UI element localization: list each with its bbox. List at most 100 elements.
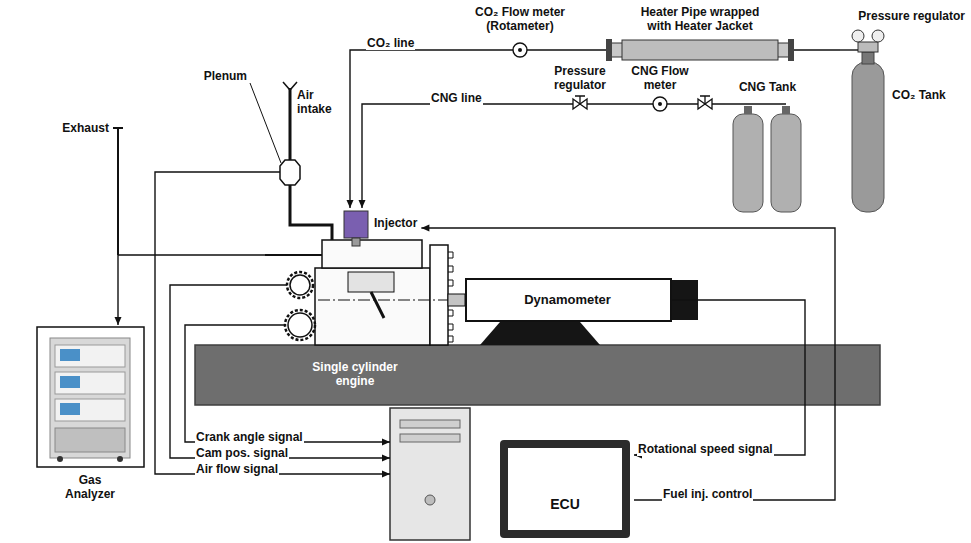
arrowhead (359, 200, 366, 208)
connector-line (800, 49, 840, 50)
exhaust-stack (113, 128, 123, 255)
analyzer-wheel (117, 456, 123, 462)
analyzer-frame (37, 327, 144, 467)
node-text: Gas Analyzer (60, 473, 120, 501)
arrowhead (421, 225, 429, 232)
analyzer-base (55, 428, 125, 452)
node-text: Dynamometer (467, 292, 668, 307)
analyzer-screen (60, 349, 80, 361)
signal-label: Air flow signal (195, 462, 279, 476)
plenum-chamber (280, 160, 300, 185)
test-bench (195, 345, 880, 405)
analyzer-body (50, 338, 130, 458)
plenum-leader (250, 83, 281, 163)
cng-valve (744, 106, 752, 114)
cam-gear-teeth (287, 272, 313, 298)
signal-label: Crank angle signal (195, 430, 304, 444)
heater-flange (606, 39, 612, 61)
drive-shaft (448, 294, 465, 306)
arrowhead (347, 200, 354, 208)
monitor-screen (508, 448, 622, 530)
valve-handle (700, 96, 710, 104)
connector (155, 172, 390, 478)
signal-label: Cam pos. signal (195, 446, 289, 460)
connector (359, 104, 726, 208)
part-label: CO₂ Flow meter (Rotameter) (462, 5, 578, 33)
analyzer-module (55, 399, 125, 421)
co2-cylinder-neck (862, 52, 874, 64)
dynamometer-stand (480, 322, 600, 345)
part-label: CNG Flow meter (622, 64, 698, 92)
connector (421, 225, 835, 501)
connector (115, 255, 266, 325)
arrowhead (382, 439, 390, 446)
connector (800, 50, 840, 51)
part-label: Pressure regulator (544, 64, 616, 92)
analyzer-screen (60, 403, 80, 415)
injector-nozzle (352, 238, 360, 246)
heater-stubs (600, 49, 800, 50)
cng-valve (782, 106, 790, 114)
connector (634, 300, 805, 459)
node-text: Injector (374, 216, 417, 230)
gas-analyzer: Gas Analyzer (33, 325, 148, 515)
power-button (425, 495, 435, 505)
engine-block (315, 268, 430, 345)
crank-gear (288, 313, 312, 337)
flow-meter-symbol (653, 97, 667, 111)
cng-tank: CNG Tank (725, 78, 814, 214)
cng-manifold (725, 103, 786, 104)
co2-cylinder (852, 62, 884, 212)
analyzer-screen (60, 376, 80, 388)
ecu-computer: ECU (390, 408, 634, 540)
arrowhead (382, 455, 390, 462)
node-text: CNG Tank (725, 80, 810, 94)
connector-line (118, 255, 265, 325)
drive-bay (400, 420, 460, 428)
computer-tower (390, 408, 470, 540)
part-label: Air intake (296, 88, 342, 116)
cng-cylinder (771, 114, 801, 212)
heater-jacket (622, 40, 778, 60)
node-text: Single cylinder engine (300, 360, 410, 388)
analyzer-module (55, 345, 125, 367)
flow-meter-dot (518, 48, 522, 52)
injector: Injector (340, 208, 421, 248)
co2-tank: CO₂ Tank (840, 28, 966, 214)
connector-line (634, 300, 805, 455)
analyzer-wheel (57, 456, 63, 462)
flow-meter-dot (658, 102, 662, 106)
regulator-body (858, 42, 878, 52)
exhaust-pipe (265, 254, 322, 256)
monitor-bezel (500, 440, 630, 538)
part-label: Exhaust (61, 121, 110, 135)
drive-bay (400, 434, 460, 442)
heater-pipe: Heater Pipe wrapped with Heater Jacket (600, 4, 800, 62)
part-label: Pressure regulator (857, 9, 966, 23)
engine: Single cylinder engine Injector (265, 80, 465, 400)
sensor-stubs (265, 172, 287, 325)
intake-funnel (283, 82, 297, 90)
crank-gear-teeth (285, 310, 315, 340)
shaft-centerline (318, 300, 465, 301)
cylinder-head (322, 240, 422, 268)
connector-line (421, 228, 835, 500)
node-text: ECU (500, 496, 630, 512)
co2-outlet (840, 49, 858, 50)
signal-label: Fuel inj. control (662, 487, 753, 501)
arrowhead (115, 317, 122, 325)
node-text: Heater Pipe wrapped with Heater Jacket (630, 5, 770, 33)
node-text: CO₂ Tank (892, 88, 962, 102)
cam-gear (290, 275, 310, 295)
connector-line (155, 172, 390, 474)
injector-body (344, 211, 368, 238)
signal-label: CNG line (430, 91, 483, 105)
dynamometer: Dynamometer (465, 278, 672, 322)
connector-line (362, 104, 725, 208)
connecting-rod (371, 292, 384, 318)
signal-label: CO₂ line (366, 36, 415, 50)
analyzer-module (55, 372, 125, 394)
